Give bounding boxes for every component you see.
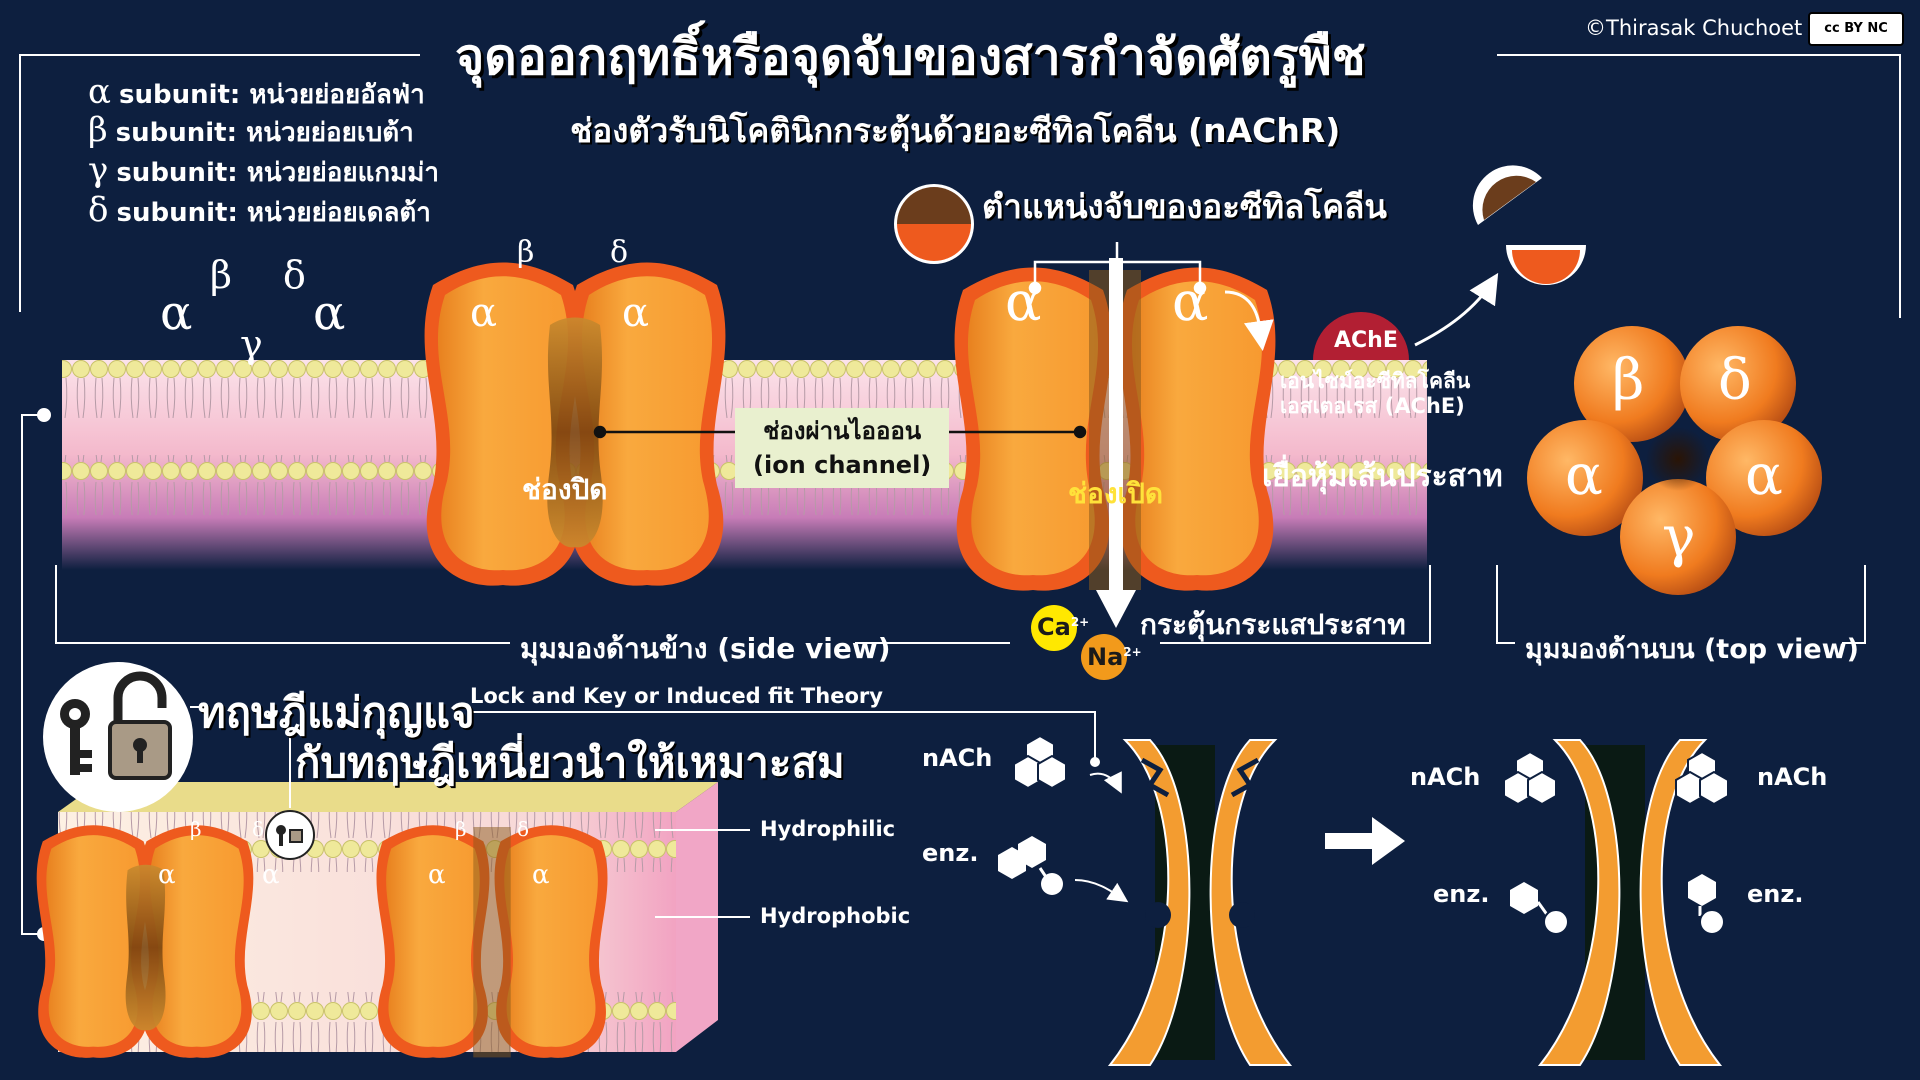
lock-key-icon — [43, 662, 315, 860]
top-alpha-right: α — [1745, 443, 1783, 508]
closed-alpha-right: α — [622, 290, 650, 336]
theory-english-label: Lock and Key or Induced fit Theory — [470, 684, 883, 708]
cc-license-badge: cc BY NC — [1808, 12, 1904, 46]
enz-label-after-left: enz. — [1433, 880, 1490, 908]
closed-alpha-left: α — [470, 290, 498, 336]
enz-label-before: enz. — [922, 839, 979, 867]
floating-delta: δ — [283, 253, 306, 297]
ligand-enzyme-bound — [1510, 874, 1725, 935]
top-view-caption: มุมมองด้านบน (top view) — [1525, 634, 1859, 665]
ion-flow-arrow — [1096, 258, 1136, 628]
nach-label-after-left: nACh — [1410, 763, 1481, 791]
top-gamma: γ — [1662, 505, 1696, 570]
top-view-pentamer — [1527, 326, 1822, 595]
sodium-ion: Na2+ — [1087, 643, 1142, 671]
ache-enzyme-label: เอนไซม์อะซีทิลโคลีน เอสเตอเรส (AChE) — [1280, 369, 1471, 418]
block-alpha-1b: α — [262, 860, 280, 890]
theory-title-line2: กับทฤษฎีเหนี่ยวนำให้เหมาะสม — [295, 738, 845, 787]
author-credit: ©Thirasak Chuchoet — [1585, 16, 1803, 40]
frame-lines — [19, 54, 1901, 318]
receptor-after — [1537, 739, 1723, 1066]
floating-beta: β — [210, 253, 232, 297]
page-title: จุดออกฤทธิ์หรือจุดจับของสารกำจัดศัตรูพืช — [455, 28, 1366, 86]
block-beta-1: β — [190, 817, 202, 841]
closed-beta-label: β — [517, 235, 535, 270]
ion-channel-tag: ช่องผ่านไอออน (ion channel) — [735, 408, 950, 488]
stimulus-label: กระตุ้นกระแสประสาท — [1140, 608, 1406, 641]
transition-arrow — [1325, 817, 1405, 865]
floating-alpha-left: α — [160, 285, 193, 341]
hydrophilic-label: Hydrophilic — [760, 817, 896, 841]
top-alpha-left: α — [1565, 443, 1603, 508]
theory-pointer — [190, 706, 1100, 767]
closed-channel — [424, 262, 726, 586]
nach-label-before: nACh — [922, 744, 993, 772]
ligand-nach-before — [1013, 735, 1122, 794]
layer-pointers — [655, 829, 750, 918]
nach-label-after-right: nACh — [1757, 763, 1828, 791]
enz-label-after-right: enz. — [1747, 880, 1804, 908]
hydrophobic-label: Hydrophobic — [760, 904, 911, 928]
open-alpha-left: α — [1005, 270, 1042, 333]
calcium-ion: Ca2+ — [1037, 613, 1090, 641]
closed-delta-label: δ — [610, 235, 629, 270]
top-view-bracket — [1496, 565, 1866, 644]
side-view-bracket — [55, 565, 1431, 644]
binding-site-label: ตำแหน่งจับของอะซีทิลโคลีน — [982, 187, 1387, 226]
side-view-caption: มุมมองด้านข้าง (side view) — [520, 632, 891, 665]
floating-alpha-right: α — [313, 285, 346, 341]
closed-state-label: ช่องปิด — [522, 473, 608, 506]
page-subtitle: ช่องตัวรับนิโคตินิกกระตุ้นด้วยอะซีทิลโคล… — [570, 111, 1341, 150]
ache-enzyme — [1224, 272, 1499, 360]
membrane-block-3d — [36, 782, 718, 1058]
ion-spheres — [1031, 605, 1127, 680]
hydrolyzed-acetylcholine — [1472, 165, 1586, 285]
block-alpha-2b: α — [532, 860, 550, 890]
receptor-before — [1107, 739, 1293, 1066]
ache-badge: AChE — [1334, 328, 1398, 353]
floating-gamma: γ — [240, 322, 263, 366]
block-alpha-1a: α — [158, 860, 176, 890]
block-delta-1: δ — [252, 817, 265, 841]
nerve-membrane-label: เยื่อหุ้มเส้นประสาท — [1262, 459, 1503, 494]
ion-channel-pointers — [593, 425, 1087, 439]
block-delta-2: δ — [517, 817, 530, 841]
open-state-label: ช่องเปิด — [1068, 477, 1164, 510]
block-alpha-2a: α — [428, 860, 446, 890]
theory-title-line1: ทฤษฎีแม่กุญแจ — [198, 688, 475, 737]
top-delta: δ — [1718, 348, 1752, 413]
top-beta: β — [1612, 348, 1645, 413]
block-beta-2: β — [455, 817, 467, 841]
acetylcholine-molecule — [894, 184, 974, 264]
open-alpha-right: α — [1172, 270, 1209, 333]
ligand-enzyme-before — [998, 836, 1129, 903]
